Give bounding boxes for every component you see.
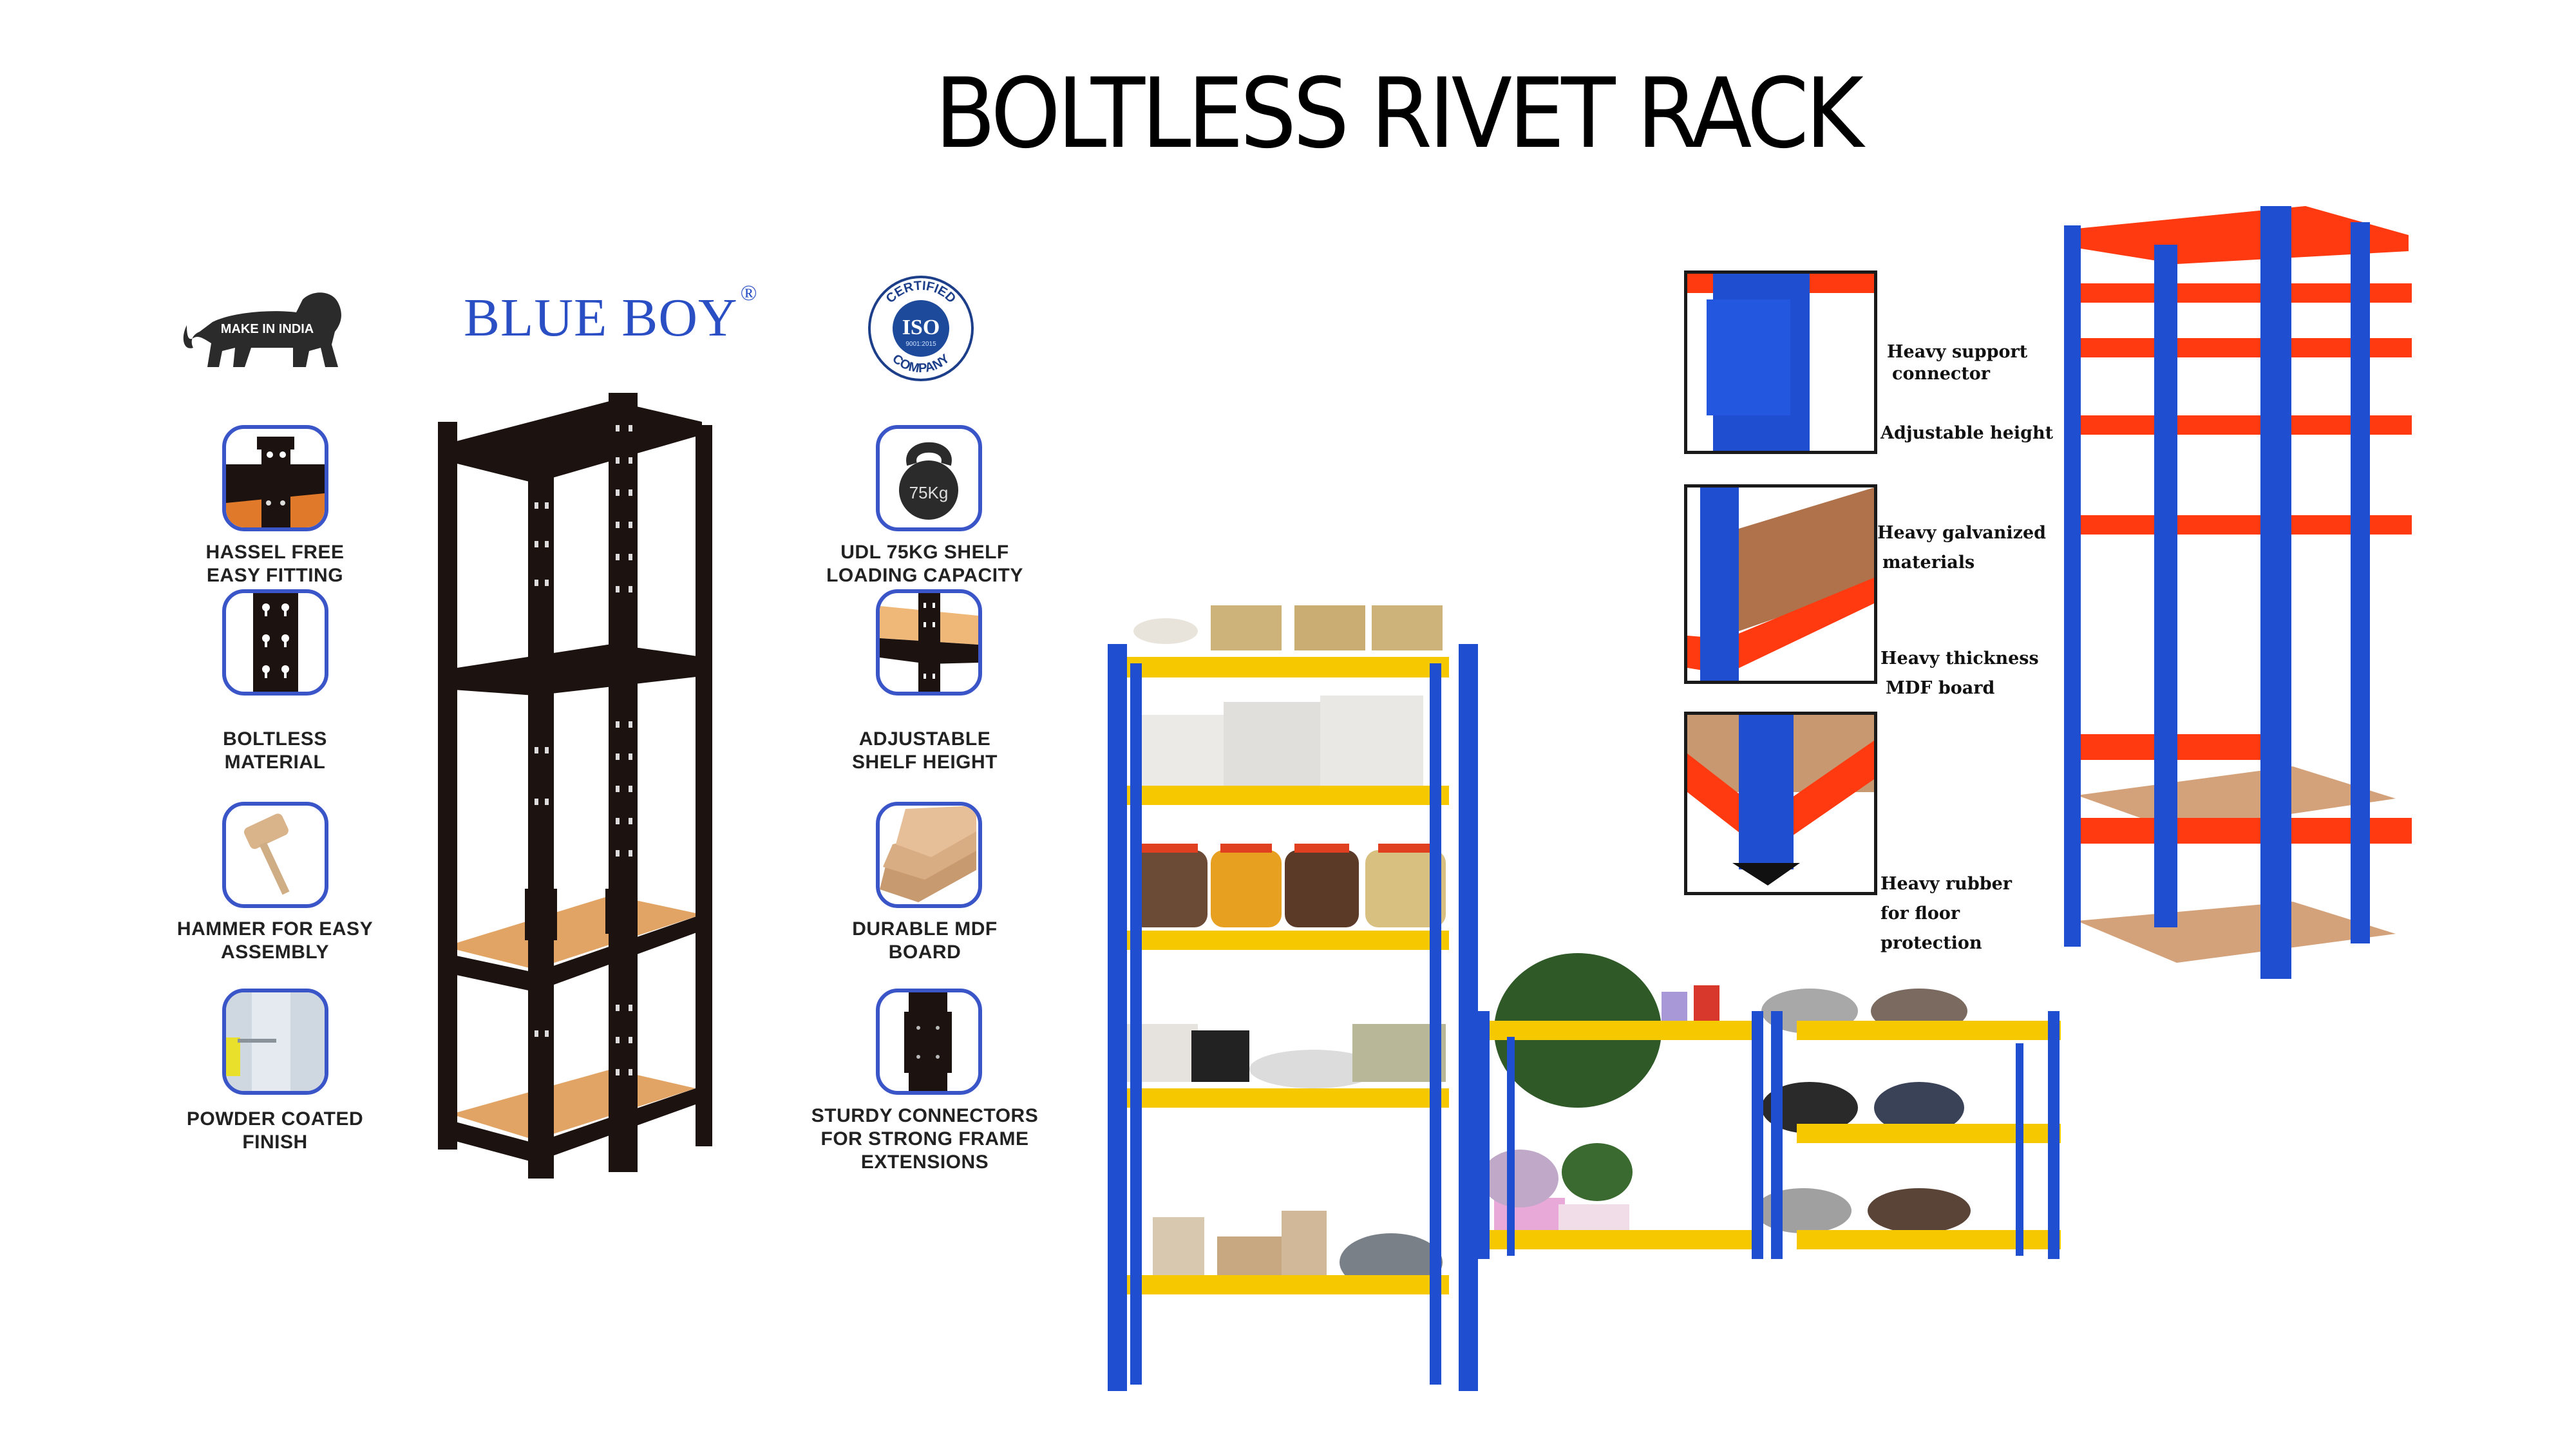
iso-number: 9001:2015 [905,341,936,348]
adjustable-shelf-icon [880,593,978,692]
make-in-india-text: MAKE IN INDIA [221,322,314,336]
yellow-shelves [1121,657,1449,1294]
feature-tile-powder-coated [222,989,328,1095]
black-rack-image [425,386,721,1185]
capacity-badge: 75Kg [909,483,949,502]
mallet-icon [244,813,290,895]
iso-text: ISO [902,316,940,339]
brand-logo: BLUE BOY® [464,281,758,349]
feature-tile-boltless [222,589,328,696]
shoe-plant-rack-image [1475,947,2080,1423]
blue-uprights [1478,1011,2060,1259]
blue-uprights [2064,206,2370,979]
feature-tile-easy-fitting [222,425,328,531]
lion-icon: MAKE IN INDIA [183,292,341,367]
powder-coating-icon [226,992,325,1091]
rack-corner-icon [226,437,325,527]
iso-certified-badge: CERTIFIED COMPANY ISO 9001:2015 [866,274,976,383]
feature-tile-load-capacity: 75Kg [876,425,982,531]
callout-adjustable-height: Adjustable height [1880,423,2054,443]
feature-tile-adjustable [876,589,982,696]
registered-mark: ® [740,281,758,305]
detail-galvanized [1684,484,1877,684]
detail-support-connector [1684,270,1877,454]
kettlebell-icon: 75Kg [899,442,958,520]
page-title: BOLTLESS RIVET RACK [934,58,1864,170]
pantry-rack-image [1101,580,1481,1397]
keyhole-upright-icon [253,593,298,692]
mdf-boards-icon [880,806,976,902]
feature-tile-mdf [876,802,982,908]
orange-blue-rack-image [2061,200,2421,992]
make-in-india-logo: MAKE IN INDIA [174,287,367,377]
brand-name: BLUE BOY [464,288,738,348]
feature-tile-connectors [876,989,982,1095]
blue-uprights [1108,644,1478,1391]
detail-rubber-foot [1684,712,1877,895]
feature-tile-hammer [222,802,328,908]
connector-plate-icon [904,992,952,1091]
